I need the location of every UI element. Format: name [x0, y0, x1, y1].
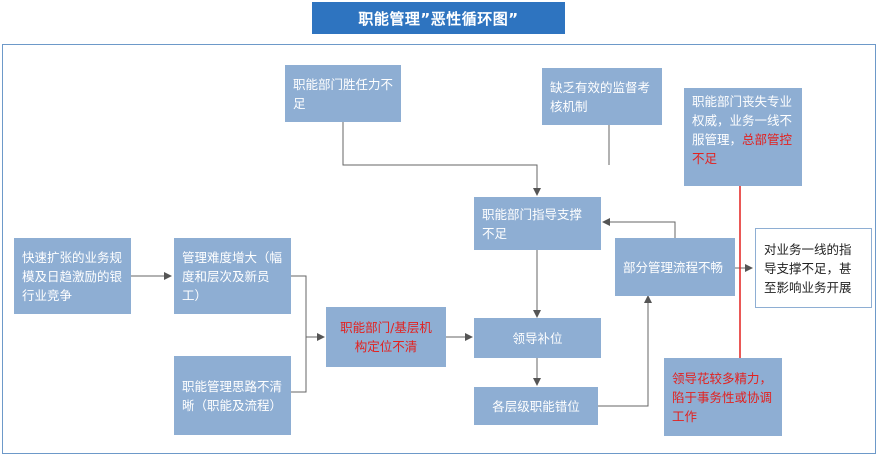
arrow-misplacement-to-process	[598, 295, 652, 407]
arrow-process-to-support	[602, 218, 676, 238]
node-insufficient-support: 职能部门指导支撑不足	[474, 197, 601, 250]
node-leadership-fill-in: 领导补位	[474, 318, 601, 358]
arrow-difficulty-to-positioning	[291, 275, 325, 341]
node-insufficient-competence: 职能部门胜任力不足	[285, 65, 401, 122]
node-unclear-thinking: 职能管理思路不清晰（职能及流程）	[174, 356, 291, 435]
lost-authority-text: 职能部门丧失专业权威，业务一线不服管理，	[692, 94, 793, 147]
node-level-misplacement: 各层级职能错位	[474, 387, 598, 425]
diagram-frame	[2, 44, 876, 454]
node-lost-authority: 职能部门丧失专业权威，业务一线不服管理，总部管控不足	[684, 88, 802, 186]
node-difficulty-increase: 管理难度增大（幅度和层次及新员工）	[174, 238, 291, 314]
node-process-issue: 部分管理流程不畅	[615, 238, 735, 296]
arrow-thinking-to-positioning	[291, 337, 307, 393]
node-lack-mechanism: 缺乏有效的监督考核机制	[542, 68, 662, 125]
node-rapid-growth: 快速扩张的业务规模及日趋激励的银行业竞争	[14, 238, 131, 314]
node-business-impact: 对业务一线的指导支撑不足，甚至影响业务开展	[755, 228, 872, 308]
diagram-title: 职能管理”恶性循环图”	[312, 2, 565, 34]
node-leaders-energy: 领导花较多精力，陷于事务性或协调工作	[664, 358, 782, 436]
node-positioning-unclear: 职能部门/基层机构定位不清	[326, 307, 446, 367]
lost-authority-red-text: 总部管控不足	[692, 132, 793, 166]
arrow-competence-to-support	[342, 122, 541, 196]
